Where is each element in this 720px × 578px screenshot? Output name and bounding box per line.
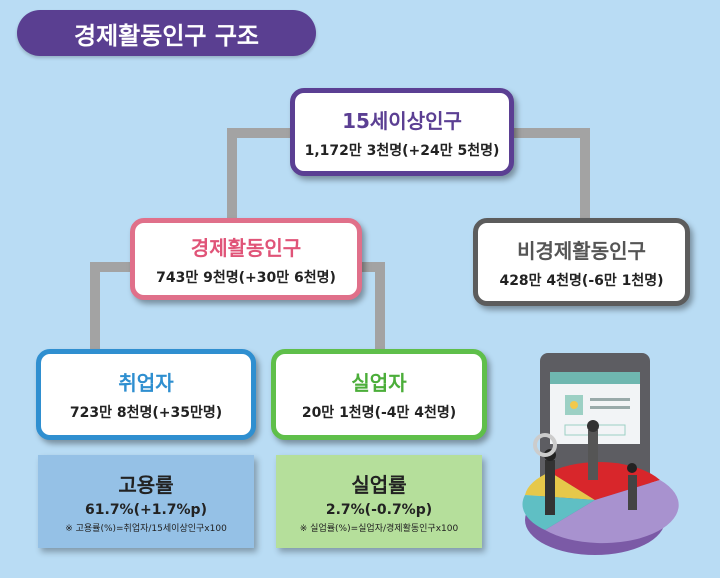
employment-rate-box: 고용률 61.7%(+1.7%p) ※ 고용률(%)=취업자/15세이상인구x1… xyxy=(38,455,254,548)
rate-note: ※ 고용률(%)=취업자/15세이상인구x100 xyxy=(65,524,227,534)
connector xyxy=(90,262,135,272)
rate-value: 2.7%(-0.7%p) xyxy=(325,502,433,518)
node-value: 723만 8천명(+35만명) xyxy=(69,405,223,421)
page-title: 경제활동인구 구조 xyxy=(17,10,316,56)
node-employed: 취업자 723만 8천명(+35만명) xyxy=(36,349,256,440)
rate-value: 61.7%(+1.7%p) xyxy=(85,502,207,518)
rate-title: 실업률 xyxy=(351,473,407,497)
rate-note: ※ 실업률(%)=실업자/경제활동인구x100 xyxy=(299,524,459,534)
connector xyxy=(358,262,385,272)
node-title: 15세이상인구 xyxy=(342,108,462,133)
node-value: 20만 1천명(-4만 4천명) xyxy=(301,405,457,421)
node-unemployed: 실업자 20만 1천명(-4만 4천명) xyxy=(271,349,487,440)
connector xyxy=(580,128,590,223)
node-title: 취업자 xyxy=(118,371,174,395)
connector xyxy=(510,128,590,138)
node-title: 비경제활동인구 xyxy=(517,238,646,263)
node-value: 1,172만 3천명(+24만 5천명) xyxy=(304,142,500,159)
connector xyxy=(375,262,385,354)
node-value: 743만 9천명(+30만 6천명) xyxy=(156,269,336,286)
node-active: 경제활동인구 743만 9천명(+30만 6천명) xyxy=(130,218,362,300)
node-title: 경제활동인구 xyxy=(190,235,302,260)
rate-title: 고용률 xyxy=(118,473,174,497)
pie-chart-illustration-icon xyxy=(522,353,679,555)
connector xyxy=(90,262,100,354)
node-title: 실업자 xyxy=(351,371,407,395)
connector xyxy=(227,128,295,138)
node-pop15: 15세이상인구 1,172만 3천명(+24만 5천명) xyxy=(290,88,514,176)
connector xyxy=(227,128,237,223)
unemployment-rate-box: 실업률 2.7%(-0.7%p) ※ 실업률(%)=실업자/경제활동인구x100 xyxy=(276,455,482,548)
node-inactive: 비경제활동인구 428만 4천명(-6만 1천명) xyxy=(473,218,690,306)
node-value: 428만 4천명(-6만 1천명) xyxy=(499,272,664,289)
